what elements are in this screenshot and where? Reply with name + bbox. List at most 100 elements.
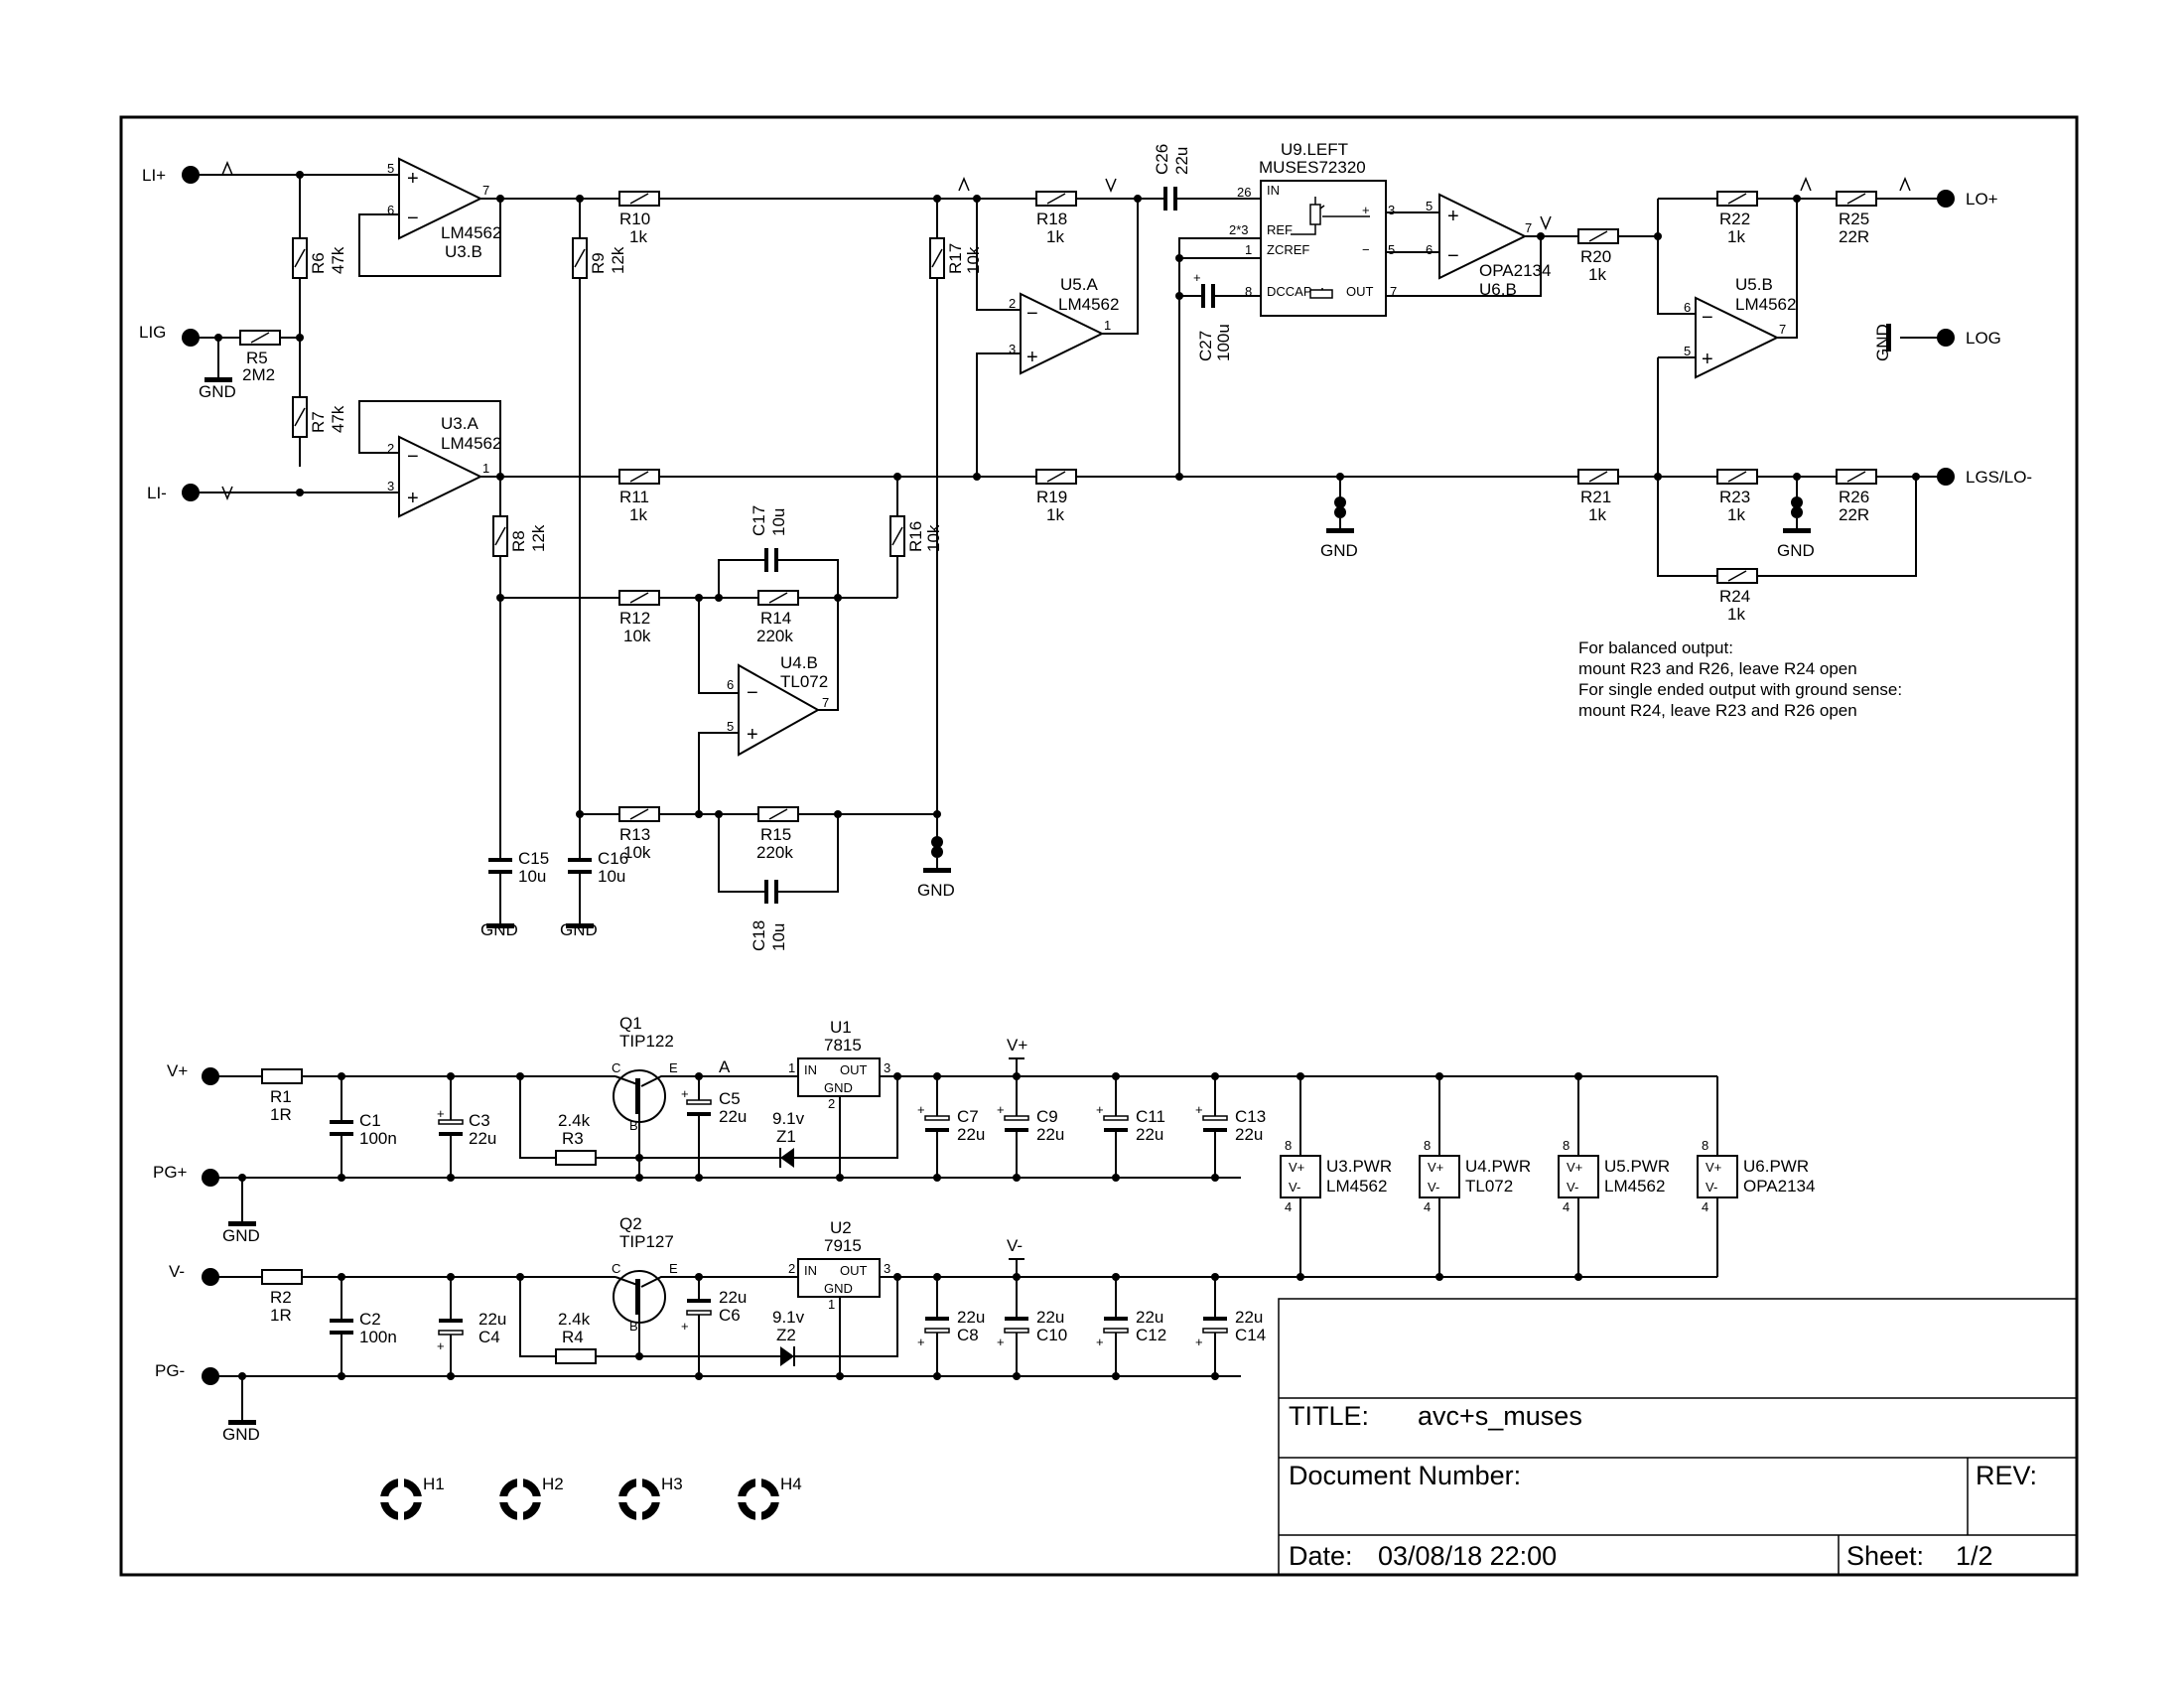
svg-text:12k: 12k [529, 524, 548, 552]
svg-text:5: 5 [1426, 199, 1433, 213]
mounting-holes: H1 H2 H3 H4 [379, 1475, 802, 1521]
svg-text:1: 1 [788, 1060, 795, 1075]
capacitor-c11: + [1096, 1076, 1129, 1178]
resistor-r16 [889, 515, 905, 557]
resistor-r10 [618, 191, 660, 207]
svg-text:3: 3 [884, 1060, 890, 1075]
svg-text:8: 8 [1563, 1138, 1570, 1153]
mounting-hole-h4 [737, 1477, 780, 1521]
svg-text:LM4562: LM4562 [1735, 295, 1796, 314]
svg-text:R8: R8 [509, 530, 528, 552]
sheet-label: Sheet: [1846, 1541, 1924, 1571]
title-label: TITLE: [1289, 1401, 1369, 1431]
svg-text:R16: R16 [906, 521, 925, 552]
resistor-r11 [618, 469, 660, 485]
svg-text:1: 1 [1104, 318, 1111, 333]
svg-text:H4: H4 [780, 1475, 802, 1493]
svg-text:U4.B: U4.B [780, 653, 818, 672]
svg-text:GND: GND [560, 920, 598, 939]
svg-text:4: 4 [1424, 1199, 1431, 1214]
svg-text:A: A [719, 1057, 731, 1076]
svg-text:V+: V+ [1007, 1036, 1027, 1055]
svg-text:GND: GND [1777, 541, 1815, 560]
capacitor-c27 [1201, 284, 1215, 308]
resistor-r22 [1716, 191, 1758, 207]
svg-text:R23: R23 [1719, 488, 1750, 506]
svg-text:1: 1 [828, 1297, 835, 1312]
svg-text:C: C [612, 1261, 620, 1276]
svg-text:B: B [629, 1319, 638, 1334]
svg-text:GND: GND [222, 1425, 260, 1444]
svg-text:+: + [1193, 270, 1201, 285]
svg-text:C13: C13 [1235, 1107, 1266, 1126]
svg-text:C10: C10 [1036, 1326, 1067, 1344]
svg-text:2*3: 2*3 [1229, 222, 1249, 237]
svg-text:3: 3 [884, 1261, 890, 1276]
capacitor-c4: + [437, 1277, 464, 1376]
svg-text:+: + [1096, 1102, 1104, 1117]
zener-z1 [779, 1148, 794, 1168]
svg-text:5: 5 [727, 719, 734, 734]
resistor-r21 [1577, 469, 1619, 485]
opamp-u3a [398, 435, 483, 518]
svg-text:MUSES72320: MUSES72320 [1259, 158, 1366, 177]
svg-text:GND: GND [1873, 324, 1892, 361]
output-stage: 657 −+ U5.B LM4562 R22 1k R25 22R LO+ GN… [1320, 177, 2032, 624]
svg-text:OUT: OUT [1346, 284, 1374, 299]
svg-text:1k: 1k [1046, 227, 1064, 246]
power-unit-u4: V+ V- 8 4 U4.PWR TL072 [1419, 1076, 1531, 1277]
svg-text:C: C [612, 1060, 620, 1075]
port-log [1937, 329, 1955, 347]
svg-text:C11: C11 [1136, 1107, 1165, 1126]
svg-text:+: + [1096, 1335, 1104, 1349]
svg-text:−: − [407, 208, 419, 229]
opamp-u3b [398, 157, 483, 240]
svg-text:100u: 100u [1214, 324, 1233, 361]
svg-text:R26: R26 [1839, 488, 1869, 506]
svg-text:22u: 22u [957, 1125, 985, 1144]
svg-text:4: 4 [1285, 1199, 1292, 1214]
resistor-r8 [492, 515, 508, 557]
resistor-r25 [1836, 191, 1877, 207]
svg-text:3: 3 [1009, 342, 1016, 356]
svg-text:6: 6 [1426, 242, 1433, 257]
svg-text:C6: C6 [719, 1306, 741, 1325]
volume-ic-u9: U9.LEFT MUSES72320 IN REF ZCREF DCCAP OU… [1175, 140, 1542, 481]
svg-text:R2: R2 [270, 1288, 292, 1307]
svg-text:47k: 47k [329, 246, 347, 274]
svg-text:Z1: Z1 [776, 1127, 796, 1146]
svg-text:C4: C4 [478, 1328, 500, 1346]
svg-text:+: + [1447, 206, 1459, 227]
svg-text:22u: 22u [719, 1107, 747, 1126]
svg-text:R10: R10 [619, 210, 650, 228]
transistor-q2: C E B [612, 1261, 678, 1356]
resistor-r7 [292, 396, 308, 438]
svg-text:22R: 22R [1839, 505, 1869, 524]
svg-text:10u: 10u [769, 923, 788, 951]
resistor-r13 [618, 806, 660, 822]
svg-text:7: 7 [1390, 284, 1397, 299]
svg-text:10k: 10k [623, 627, 651, 645]
svg-text:10k: 10k [623, 843, 651, 862]
capacitor-c13: + [1195, 1076, 1228, 1178]
svg-text:For single ended output with g: For single ended output with ground sens… [1578, 680, 1902, 699]
svg-text:V+: V+ [167, 1061, 188, 1080]
svg-text:E: E [669, 1261, 678, 1276]
svg-text:GND: GND [222, 1226, 260, 1245]
svg-text:R18: R18 [1036, 210, 1067, 228]
capacitor-c6: + [681, 1277, 712, 1376]
svg-text:C5: C5 [719, 1089, 741, 1108]
svg-text:C15: C15 [518, 849, 549, 868]
power-supply: V+ PG+ GND R1 1R C1 100n + C3 22u 2.4k R… [153, 1014, 1815, 1444]
capacitor-c2 [330, 1277, 353, 1376]
svg-text:U3.A: U3.A [441, 414, 478, 433]
capacitor-c12: + [1096, 1277, 1129, 1376]
svg-text:+: + [997, 1335, 1005, 1349]
resistor-r6 [292, 237, 308, 279]
svg-text:Z2: Z2 [776, 1326, 796, 1344]
svg-text:1k: 1k [1588, 505, 1606, 524]
capacitor-c18 [764, 880, 778, 904]
svg-text:IN: IN [1267, 183, 1280, 198]
svg-text:LM4562: LM4562 [1058, 295, 1119, 314]
